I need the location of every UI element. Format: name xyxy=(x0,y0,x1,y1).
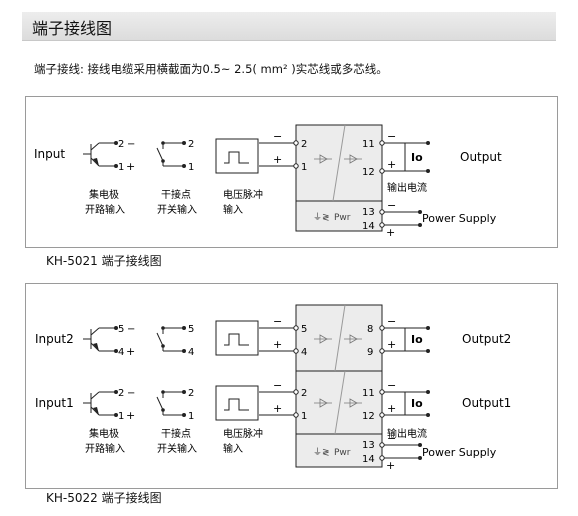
plus-sign: + xyxy=(387,402,396,415)
dry-lo-terminal: 1 xyxy=(188,411,194,422)
pwr-pos-terminal: 13 xyxy=(362,440,375,451)
minus-sign: − xyxy=(273,130,282,143)
minus-sign: − xyxy=(127,388,135,399)
caption-kh5021: KH-5021 端子接线图 xyxy=(46,254,162,268)
output-current-label: 输出电流 xyxy=(387,181,427,194)
plus-sign: + xyxy=(386,459,395,472)
collector-lo-terminal: 1 xyxy=(118,411,124,422)
caption-kh5022: KH-5022 端子接线图 xyxy=(46,491,162,505)
plus-sign: + xyxy=(387,158,396,171)
current-label: Io xyxy=(411,397,423,410)
collector-label-1: 集电极 xyxy=(89,427,119,440)
section-header: 端子接线图 xyxy=(22,12,556,41)
plus-sign: + xyxy=(387,338,396,351)
output-label: Output xyxy=(460,150,502,164)
input-hi-terminal: 2 xyxy=(301,388,307,399)
power-supply-label: Power Supply xyxy=(422,446,497,459)
dry-label-1: 干接点 xyxy=(161,188,191,201)
input-label: Input xyxy=(34,147,65,161)
pulse-label-1: 电压脉冲 xyxy=(223,427,263,440)
minus-sign: − xyxy=(387,315,396,328)
plus-sign: + xyxy=(273,338,282,351)
minus-sign: − xyxy=(387,379,396,392)
collector-label-2: 开路输入 xyxy=(85,442,125,455)
pwr-label: Pwr xyxy=(334,213,351,223)
output-hi-terminal: 11 xyxy=(362,388,375,399)
output-hi-terminal: 8 xyxy=(367,324,373,335)
collector-hi-terminal: 2 xyxy=(118,388,124,399)
kh5021-wiring-svg: Input 2 − 1 + 2 1 − + 2 1 11 12 − + Io O… xyxy=(34,124,502,239)
minus-sign: − xyxy=(273,315,282,328)
output-lo-terminal: 9 xyxy=(367,347,373,358)
minus-sign: − xyxy=(127,139,135,150)
dry-hi-terminal: 2 xyxy=(188,388,194,399)
collector-hi-terminal: 5 xyxy=(118,324,124,335)
kh5022-wiring-svg: Input2 5 − 4 + 5 4 − + 5 4 8 9 − + Io Ou… xyxy=(35,304,511,472)
collector-label-2: 开路输入 xyxy=(85,203,125,216)
input-hi-terminal: 5 xyxy=(301,324,307,335)
input-lo-terminal: 4 xyxy=(301,347,307,358)
minus-sign: − xyxy=(127,324,135,335)
input1-label: Input1 xyxy=(35,396,74,410)
output1-label: Output1 xyxy=(462,396,511,410)
collector-lo-terminal: 4 xyxy=(118,347,124,358)
pwr-neg-terminal: 14 xyxy=(362,221,375,232)
section-title: 端子接线图 xyxy=(32,19,113,38)
minus-sign: − xyxy=(387,130,396,143)
input-hi-terminal: 2 xyxy=(301,139,307,150)
pwr-neg-terminal: 14 xyxy=(362,454,375,465)
plus-sign: + xyxy=(273,153,282,166)
dry-label-2: 开关输入 xyxy=(157,442,197,455)
wiring-description: 端子接线: 接线电缆采用横截面为0.5~ 2.5( mm² )实芯线或多芯线。 xyxy=(34,62,388,76)
plus-sign: + xyxy=(126,345,135,358)
minus-sign: − xyxy=(387,199,396,212)
output2-label: Output2 xyxy=(462,332,511,346)
diagram-kh5021: Input 2 − 1 + 2 1 − + 2 1 11 12 − + Io O… xyxy=(25,96,558,248)
plus-sign: + xyxy=(386,226,395,239)
collector-label-1: 集电极 xyxy=(89,188,119,201)
minus-sign: − xyxy=(273,379,282,392)
minus-sign: − xyxy=(387,432,396,445)
current-label: Io xyxy=(411,151,423,164)
output-lo-terminal: 12 xyxy=(362,167,375,178)
plus-sign: + xyxy=(273,402,282,415)
output-hi-terminal: 11 xyxy=(362,139,375,150)
power-supply-label: Power Supply xyxy=(422,212,497,225)
pwr-pos-terminal: 13 xyxy=(362,207,375,218)
output-current-label: 输出电流 xyxy=(387,427,427,440)
dry-lo-terminal: 1 xyxy=(188,162,194,173)
dry-hi-terminal: 2 xyxy=(188,139,194,150)
diagram-kh5022: Input2 5 − 4 + 5 4 − + 5 4 8 9 − + Io Ou… xyxy=(25,283,558,489)
input-lo-terminal: 1 xyxy=(301,162,307,173)
dry-hi-terminal: 5 xyxy=(188,324,194,335)
current-label: Io xyxy=(411,333,423,346)
output-lo-terminal: 12 xyxy=(362,411,375,422)
input2-label: Input2 xyxy=(35,332,74,346)
led-icon: ⏚≷ xyxy=(313,212,330,223)
dry-label-1: 干接点 xyxy=(161,427,191,440)
collector-lo-terminal: 1 xyxy=(118,162,124,173)
plus-sign: + xyxy=(126,160,135,173)
dry-label-2: 开关输入 xyxy=(157,203,197,216)
pulse-label-2: 输入 xyxy=(223,203,243,216)
input-lo-terminal: 1 xyxy=(301,411,307,422)
plus-sign: + xyxy=(126,409,135,422)
pulse-label-2: 输入 xyxy=(223,442,243,455)
pulse-label-1: 电压脉冲 xyxy=(223,188,263,201)
led-icon: ⏚≷ xyxy=(313,447,330,458)
dry-lo-terminal: 4 xyxy=(188,347,194,358)
collector-hi-terminal: 2 xyxy=(118,139,124,150)
pwr-label: Pwr xyxy=(334,448,351,458)
